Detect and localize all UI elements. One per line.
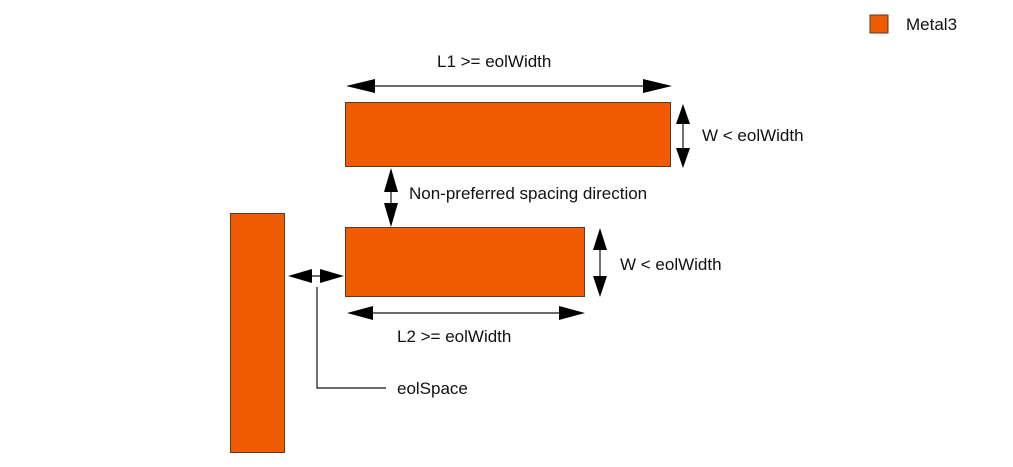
eol-space-leader-line (316, 287, 386, 389)
eol-space-label: eolSpace (397, 379, 468, 398)
arrow-down-icon (676, 148, 690, 168)
w-bottom-label: W < eolWidth (620, 255, 722, 274)
legend: Metal3 (869, 14, 957, 34)
w-bottom-dimension-arrow (593, 228, 607, 297)
middle-wire (345, 227, 585, 297)
arrow-left-icon (347, 306, 373, 320)
legend-swatch-metal3 (869, 14, 889, 34)
top-wire (345, 102, 671, 167)
arrow-up-icon (593, 228, 607, 250)
arrow-down-icon (593, 276, 607, 297)
arrow-right-icon (559, 306, 585, 320)
arrow-left-icon (346, 79, 375, 93)
arrow-right-icon (320, 269, 344, 283)
arrow-right-icon (643, 79, 672, 93)
l1-dimension-arrow (346, 79, 672, 93)
legend-label-metal3: Metal3 (906, 15, 957, 34)
l1-label: L1 >= eolWidth (437, 52, 551, 71)
arrow-up-icon (676, 104, 690, 124)
arrow-up-icon (384, 168, 398, 192)
l2-dimension-arrow (347, 306, 585, 320)
arrow-left-icon (288, 269, 312, 283)
vertical-wire (230, 213, 285, 453)
spacing-dimension-arrow (384, 168, 398, 227)
arrow-down-icon (384, 203, 398, 227)
w-top-dimension-arrow (676, 104, 690, 168)
w-top-label: W < eolWidth (702, 126, 804, 145)
spacing-direction-label: Non-preferred spacing direction (409, 184, 647, 203)
l2-label: L2 >= eolWidth (397, 327, 511, 346)
eol-space-dimension-arrow (288, 269, 344, 283)
